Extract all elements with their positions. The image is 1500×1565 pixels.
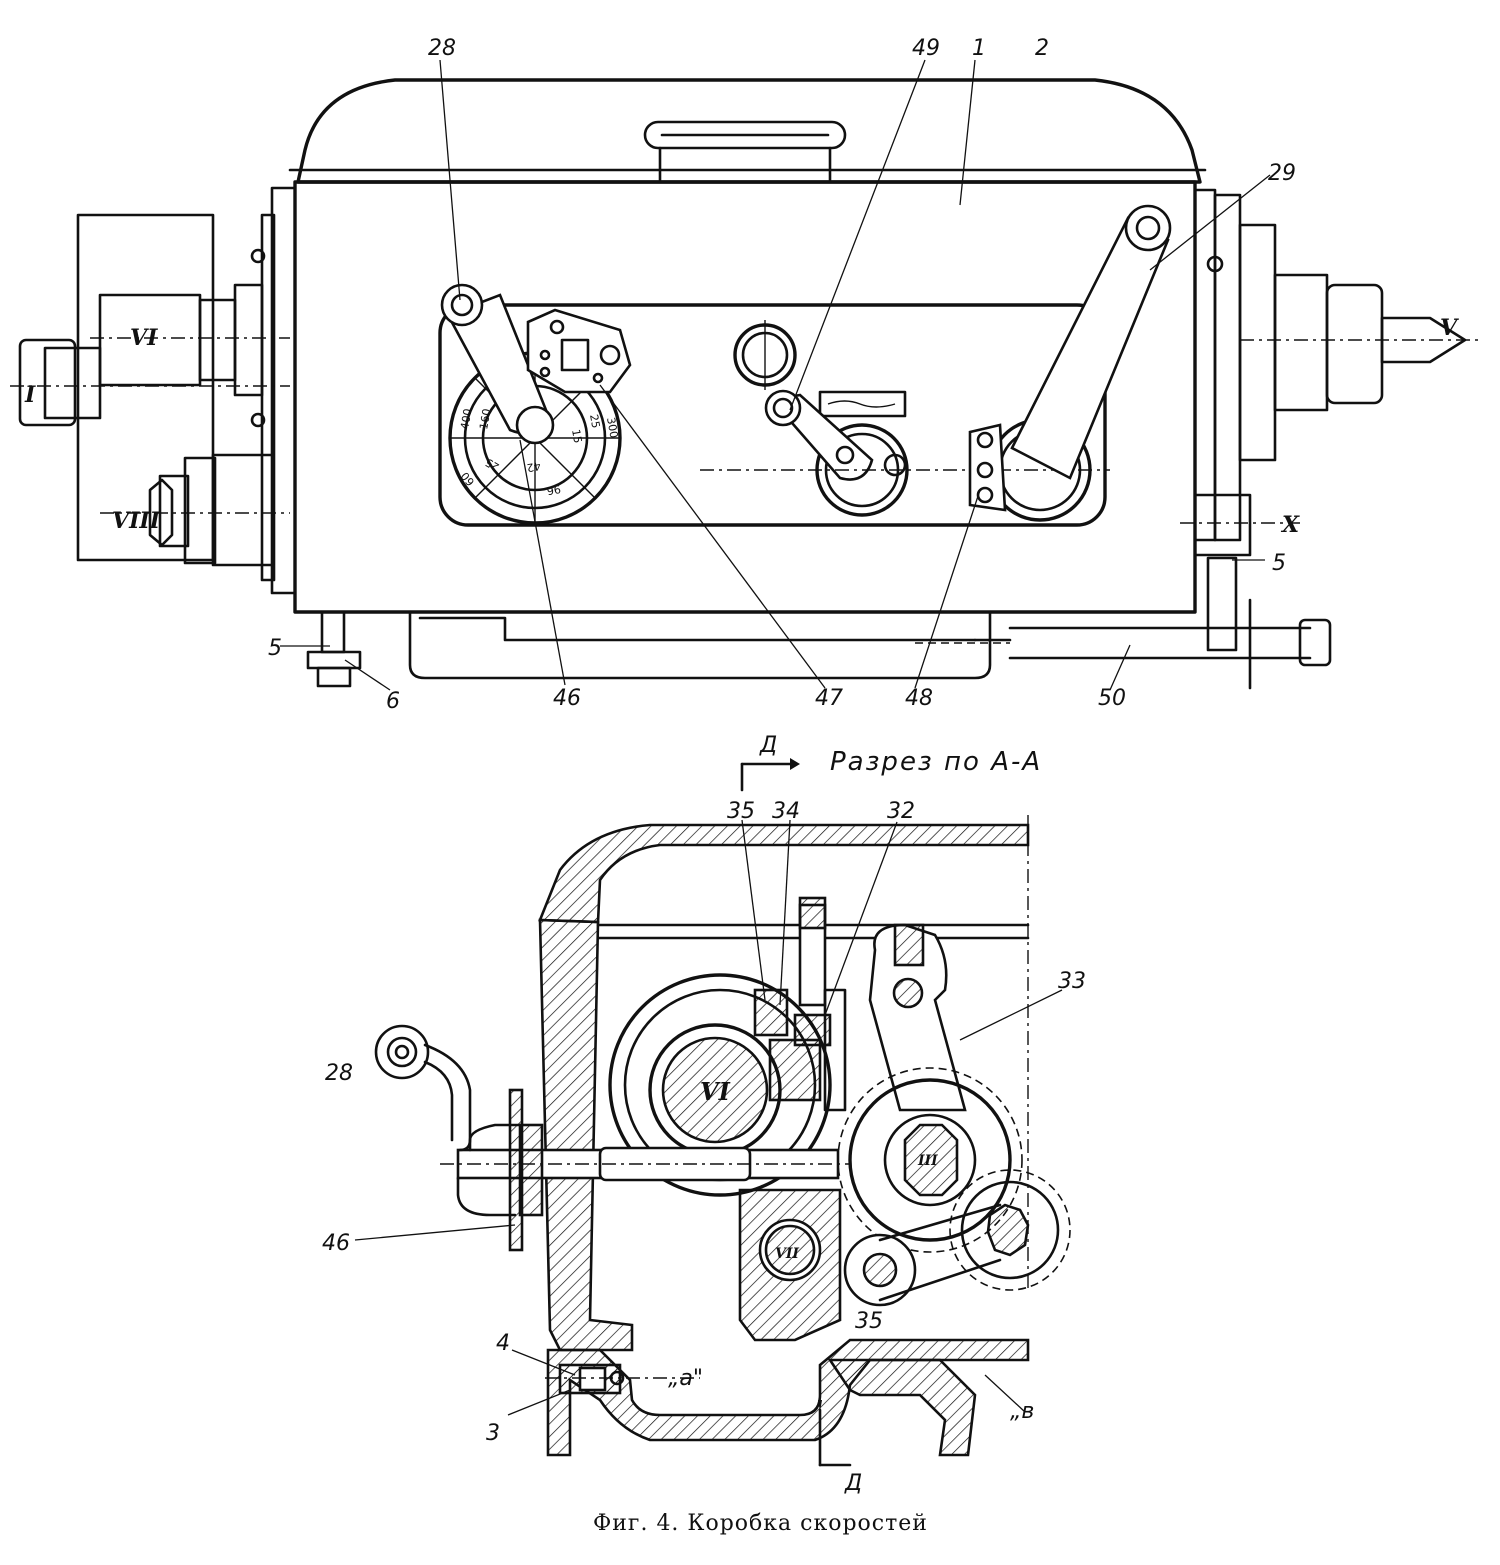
shaft-label-I: I [24, 382, 36, 408]
section-label-4: 4 [496, 1331, 510, 1356]
control-panel [438, 303, 1107, 527]
label-49: 49 [912, 36, 940, 61]
section-arrow-icon [740, 758, 800, 792]
label-5-right: 5 [1272, 551, 1286, 576]
feed-lever[interactable] [764, 389, 874, 481]
shaft-label-V: V [1440, 315, 1459, 341]
section-label-35-lower: 35 [855, 1309, 883, 1334]
shaft-label-VI: VI [130, 325, 158, 351]
right-lever[interactable] [1010, 204, 1172, 480]
section-label-a: „a" [668, 1366, 703, 1391]
speed-lever[interactable] [440, 283, 555, 445]
gearbox-section-view: VII VI III [374, 815, 1071, 1467]
top-view-leaders [280, 59, 1271, 691]
section-label-46: 46 [322, 1231, 350, 1256]
label-50: 50 [1098, 686, 1126, 711]
right-hub [968, 418, 1092, 522]
label-46: 46 [553, 686, 581, 711]
label-2: 2 [1035, 36, 1049, 61]
section-label-32: 32 [887, 799, 915, 824]
section-label-35: 35 [727, 799, 755, 824]
label-48: 48 [905, 686, 933, 711]
dial-number: 25 [483, 455, 502, 473]
shaft-label-VIII: VIII [112, 508, 161, 534]
label-29: 29 [1268, 161, 1296, 186]
center-indicator [733, 320, 797, 390]
dial-number: 160 [477, 408, 493, 431]
indicator-plate [526, 308, 632, 394]
gearbox-cover [296, 78, 1202, 184]
shaft-label-X: X [1280, 512, 1300, 538]
drain-plug [558, 1363, 625, 1395]
section-label-3: 3 [486, 1421, 500, 1446]
dial-number: 25 [587, 413, 602, 429]
figure-caption: Фиг. 4. Коробка скоростей [593, 1511, 928, 1536]
dial-number: 300 [604, 416, 620, 439]
dial-number: 15 [569, 428, 584, 444]
shaft-label-VII-section: VII [775, 1246, 799, 1262]
label-1: 1 [972, 36, 986, 61]
section-arrow-bottom-label: Д [844, 1471, 862, 1496]
section-label-28: 28 [325, 1061, 353, 1086]
dial-number: 400 [458, 408, 474, 431]
gearbox-front-view: 400 160 76 25 300 15 96 60 42 25 [10, 78, 1480, 690]
bottom-bolt [306, 610, 362, 688]
tie-rod [915, 618, 1332, 667]
label-6: 6 [386, 689, 400, 714]
cover-handle [643, 120, 847, 182]
shaft-label-III-section: III [917, 1153, 938, 1169]
section-arrow-top-label: Д [759, 733, 777, 758]
section-label-34: 34 [772, 799, 800, 824]
nameplate [818, 390, 907, 418]
shift-fork [868, 923, 967, 1112]
section-leaders [354, 819, 1063, 1416]
section-label-33: 33 [1058, 969, 1086, 994]
lever-side-view[interactable] [374, 1024, 522, 1217]
dial-number: 96 [546, 482, 562, 497]
section-header: Разрез по А-А Д [740, 733, 1042, 792]
label-47: 47 [815, 686, 843, 711]
shaft-label-VI-section: VI [700, 1077, 731, 1106]
section-title: Разрез по А-А [830, 747, 1042, 777]
label-5: 5 [268, 636, 282, 661]
section-label-v: „в [1010, 1399, 1034, 1424]
dial-number: 42 [526, 459, 542, 474]
label-28: 28 [428, 36, 456, 61]
